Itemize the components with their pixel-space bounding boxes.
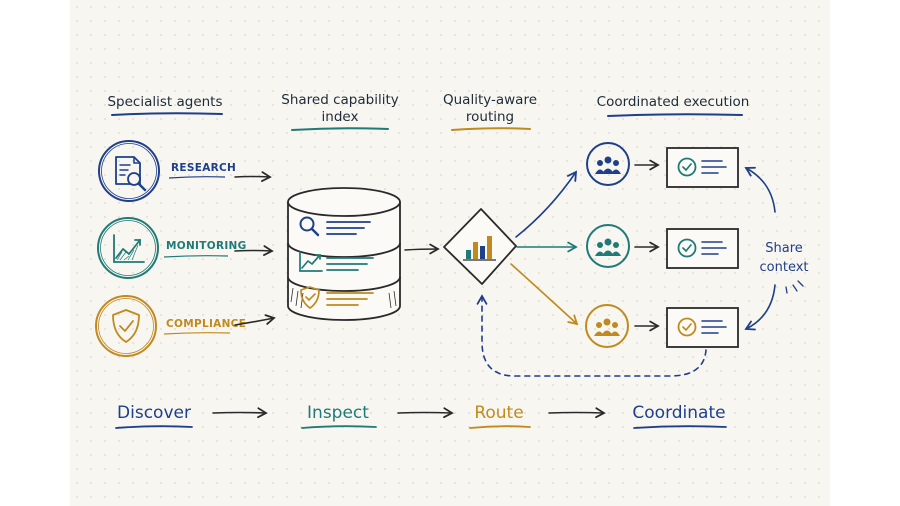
agent-label-research: RESEARCH bbox=[171, 162, 236, 174]
team-icon-teal bbox=[586, 224, 630, 268]
arrow-monitoring-to-index bbox=[234, 245, 274, 256]
capability-index-database bbox=[287, 187, 401, 321]
flow-step-discover: Discover bbox=[115, 403, 193, 429]
bar-chart-icon bbox=[463, 236, 496, 261]
agent-label-compliance: COMPLIANCE bbox=[166, 318, 246, 330]
agent-research: RESEARCH bbox=[98, 140, 236, 202]
diagram-canvas: Specialist agents Shared capability inde… bbox=[70, 0, 830, 506]
diagram-label: Coordinate bbox=[632, 403, 725, 423]
flow-step-coordinate: Coordinate bbox=[632, 403, 727, 429]
header-capability-index: Shared capability index bbox=[281, 92, 399, 131]
flow-arrow-1 bbox=[212, 407, 268, 419]
feedback-loop-arrow bbox=[476, 294, 707, 377]
quality-router bbox=[443, 208, 517, 285]
diagram-label: routing bbox=[466, 109, 514, 125]
workflow-diagram: Specialist agents Shared capability inde… bbox=[95, 92, 809, 429]
diagram-label: Quality-aware bbox=[443, 92, 537, 108]
diagram-label: Coordinated execution bbox=[597, 94, 750, 110]
share-context-line1: Share bbox=[765, 241, 803, 256]
flow-step-inspect: Inspect bbox=[301, 403, 377, 429]
arrow-compliance-to-index bbox=[234, 314, 276, 326]
diagram-label: Shared capability bbox=[281, 92, 398, 108]
flow-arrow-3 bbox=[548, 407, 606, 419]
search-icon bbox=[299, 216, 320, 237]
document-search-icon bbox=[98, 140, 160, 202]
share-context: Share context bbox=[744, 166, 809, 331]
team-icon-navy bbox=[586, 142, 630, 186]
agent-compliance: COMPLIANCE bbox=[95, 295, 246, 357]
diagram-label: index bbox=[322, 109, 359, 125]
shield-icon bbox=[300, 286, 320, 309]
line-chart-icon bbox=[97, 217, 159, 279]
task-card-3 bbox=[666, 307, 739, 348]
arrow-index-to-router bbox=[404, 243, 440, 255]
share-context-line2: context bbox=[760, 260, 809, 275]
route-arrow-bottom bbox=[510, 263, 579, 326]
flow-arrow-2 bbox=[397, 407, 454, 419]
agent-label-monitoring: MONITORING bbox=[166, 240, 247, 252]
diagram-label: Specialist agents bbox=[107, 94, 222, 110]
flow-step-route: Route bbox=[469, 403, 531, 429]
arrow-research-to-index bbox=[234, 171, 272, 182]
check-circle-icon bbox=[677, 157, 697, 177]
diagram-label: Route bbox=[474, 403, 523, 423]
header-quality-routing: Quality-aware routing bbox=[443, 92, 537, 131]
agent-monitoring: MONITORING bbox=[97, 217, 247, 279]
header-coordinated-execution: Coordinated execution bbox=[597, 94, 750, 117]
task-card-1 bbox=[666, 147, 739, 188]
team-icon-gold bbox=[585, 304, 629, 348]
shield-check-icon bbox=[95, 295, 157, 357]
route-arrow-top bbox=[515, 170, 578, 238]
header-specialist-agents: Specialist agents bbox=[107, 94, 223, 116]
task-card-2 bbox=[666, 228, 739, 269]
diagram-label: Inspect bbox=[307, 403, 369, 423]
diagram-label: Discover bbox=[117, 403, 191, 423]
check-circle-icon bbox=[677, 317, 697, 337]
check-circle-icon bbox=[677, 238, 697, 258]
trend-chart-icon bbox=[299, 251, 323, 272]
